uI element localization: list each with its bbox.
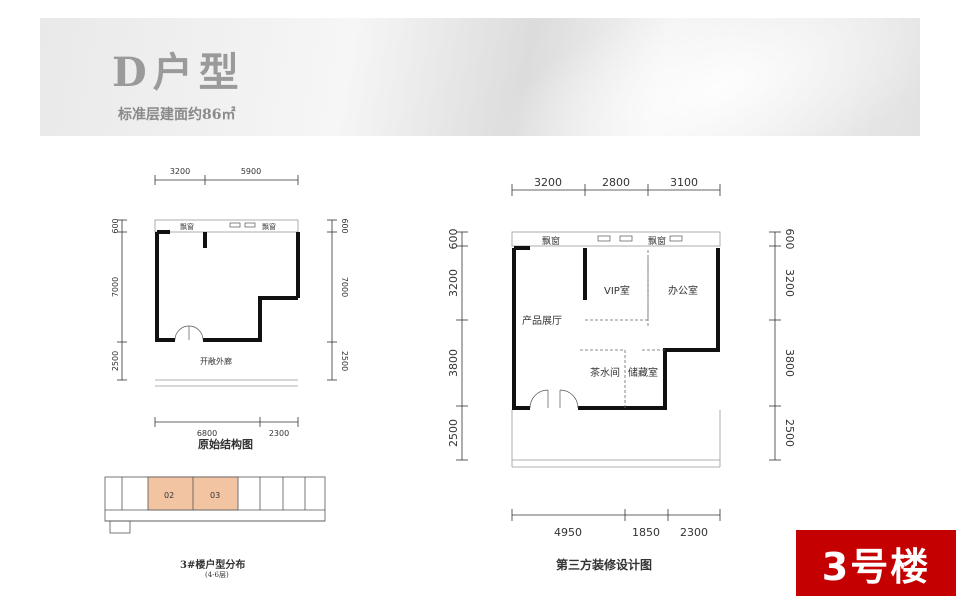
design-dim-right-1: 600 xyxy=(783,229,796,250)
building-plan-subcaption: (4-6层) xyxy=(205,571,229,579)
original-plan-caption: 原始结构图 xyxy=(198,438,253,451)
original-walls xyxy=(155,230,300,342)
design-dim-top-1: 3200 xyxy=(534,176,562,189)
design-dim-bottom-1: 4950 xyxy=(554,526,582,539)
dim-left-1: 600 xyxy=(111,218,120,233)
design-dim-left-1: 600 xyxy=(447,229,460,250)
room-vip: VIP室 xyxy=(604,284,630,297)
design-walls xyxy=(512,246,720,410)
dim-bottom-2: 2300 xyxy=(269,429,289,438)
design-dim-bottom-3: 2300 xyxy=(680,526,708,539)
design-dim-left-2: 3200 xyxy=(447,269,460,297)
building-plan-caption: 3#楼户型分布 xyxy=(180,560,246,571)
design-dim-right-4: 2500 xyxy=(783,419,796,447)
design-dim-bottom-2: 1850 xyxy=(632,526,660,539)
room-showroom: 产品展厅 xyxy=(522,314,562,327)
room-bay-window-2: 飘窗 xyxy=(262,222,276,231)
building-distribution-plan: 02 03 xyxy=(104,476,326,534)
unit-02-label: 02 xyxy=(164,491,174,500)
room-corridor: 开敞外廊 xyxy=(200,356,232,366)
design-dim-left-4: 2500 xyxy=(447,419,460,447)
room-bay-window-1: 飘窗 xyxy=(180,222,194,231)
room-tea: 茶水间 xyxy=(590,366,620,379)
original-floor-plan: 3200 5900 6800 2300 600 7000 2500 600 70… xyxy=(111,167,349,438)
dim-top-2: 5900 xyxy=(241,167,261,176)
unit-03-label: 03 xyxy=(210,491,220,500)
design-dim-top-3: 3100 xyxy=(670,176,698,189)
building-badge: 3号楼 xyxy=(796,530,956,596)
dim-right-2: 7000 xyxy=(340,277,349,297)
design-plan-caption: 第三方装修设计图 xyxy=(556,558,653,572)
design-room-bay-window-1: 飘窗 xyxy=(542,235,560,247)
design-dim-right-3: 3800 xyxy=(783,349,796,377)
header-banner xyxy=(40,18,920,136)
design-room-bay-window-2: 飘窗 xyxy=(648,235,666,247)
dim-right-1: 600 xyxy=(340,218,349,233)
design-dim-left-3: 3800 xyxy=(447,349,460,377)
dim-right-3: 2500 xyxy=(340,351,349,371)
page-subtitle: 标准层建面约86㎡ xyxy=(118,107,236,123)
dim-top-1: 3200 xyxy=(170,167,190,176)
dim-left-2: 7000 xyxy=(111,277,120,297)
design-floor-plan: 3200 2800 3100 4950 1850 2300 600 3200 3… xyxy=(447,176,796,539)
dim-bottom-1: 6800 xyxy=(197,429,217,438)
room-storage: 储藏室 xyxy=(628,366,658,379)
dim-left-3: 2500 xyxy=(111,351,120,371)
design-dim-right-2: 3200 xyxy=(783,269,796,297)
design-dim-top-2: 2800 xyxy=(602,176,630,189)
room-office: 办公室 xyxy=(668,284,698,297)
page-title: D户型 xyxy=(112,49,245,96)
